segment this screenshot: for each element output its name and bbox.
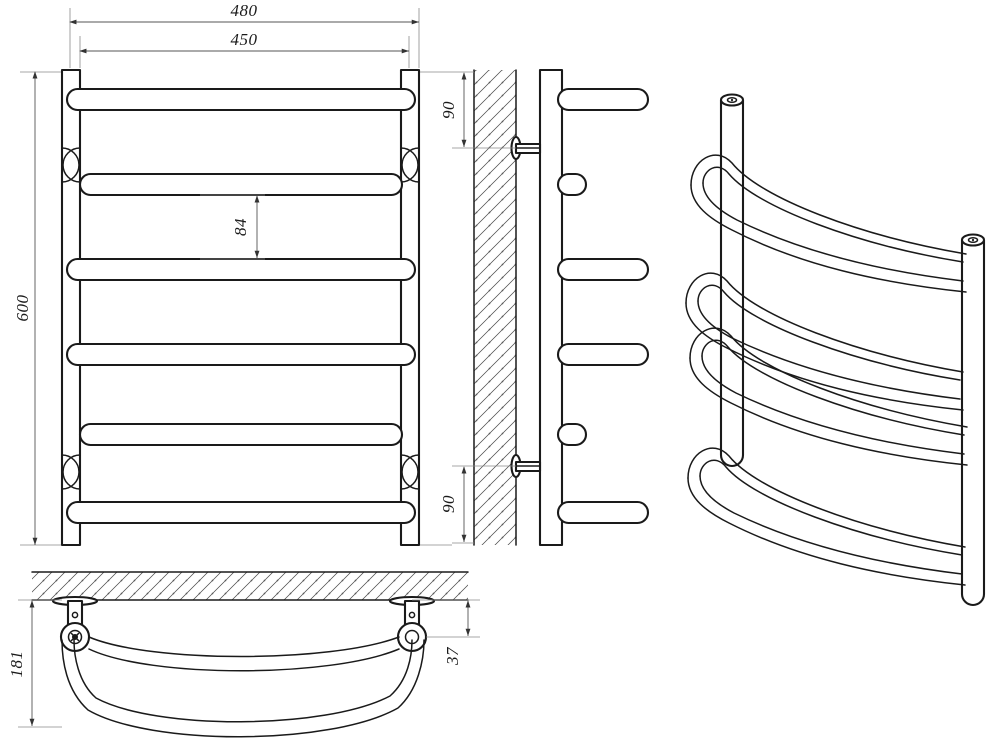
top-rail-curve-outer bbox=[61, 639, 425, 738]
dimension-84: 84 bbox=[200, 194, 265, 260]
iso-rail-1 bbox=[690, 154, 967, 293]
front-rail-3-wide bbox=[65, 257, 417, 282]
front-post-left bbox=[60, 68, 82, 547]
iso-rail-3 bbox=[689, 327, 968, 466]
dimension-600: 600 bbox=[13, 71, 38, 545]
side-rail-6-long bbox=[556, 500, 650, 525]
dimension-181: 181 bbox=[7, 599, 62, 728]
wall-section-side bbox=[473, 69, 517, 546]
dimension-37-label: 37 bbox=[443, 646, 462, 666]
side-post bbox=[538, 68, 564, 547]
top-bracket-left bbox=[51, 595, 99, 653]
dimension-90-bottom-label: 90 bbox=[439, 495, 458, 513]
side-rail-1-long bbox=[556, 87, 650, 112]
isometric-view bbox=[685, 93, 986, 606]
dimension-480-label: 480 bbox=[231, 1, 258, 20]
side-rail-2-short bbox=[556, 172, 588, 197]
dimension-84-label: 84 bbox=[231, 218, 250, 236]
side-rail-3-long bbox=[556, 257, 650, 282]
dimension-90-bottom: 90 bbox=[439, 465, 516, 544]
top-rail-curve-inner bbox=[88, 636, 400, 672]
dimension-450-label: 450 bbox=[231, 30, 258, 49]
front-rail-2-narrow bbox=[78, 172, 404, 197]
front-view-extension-lines bbox=[20, 8, 452, 546]
iso-rail-2 bbox=[685, 272, 964, 411]
dimension-90-top-label: 90 bbox=[439, 101, 458, 119]
side-rail-4-long bbox=[556, 342, 650, 367]
side-rail-5-short bbox=[556, 422, 588, 447]
front-post-right bbox=[399, 68, 421, 547]
front-rail-1-wide bbox=[65, 87, 417, 112]
iso-rail-4 bbox=[687, 447, 966, 586]
side-view: 90 90 bbox=[439, 68, 650, 547]
front-rail-4-wide bbox=[65, 342, 417, 367]
front-rail-6-wide bbox=[65, 500, 417, 525]
dimension-480: 480 bbox=[69, 1, 419, 25]
wall-section-top bbox=[31, 571, 469, 601]
top-view: 181 37 bbox=[7, 571, 480, 738]
dimension-450: 450 bbox=[79, 30, 409, 54]
front-view: 480 450 600 bbox=[13, 1, 452, 547]
dimension-37: 37 bbox=[412, 599, 480, 666]
front-rail-5-narrow bbox=[78, 422, 404, 447]
dimension-181-label: 181 bbox=[7, 651, 26, 678]
dimension-600-label: 600 bbox=[13, 295, 32, 322]
iso-post-left bbox=[719, 93, 745, 467]
iso-post-right bbox=[960, 233, 986, 606]
dimension-90-top: 90 bbox=[439, 71, 516, 149]
top-bracket-right bbox=[388, 595, 436, 653]
